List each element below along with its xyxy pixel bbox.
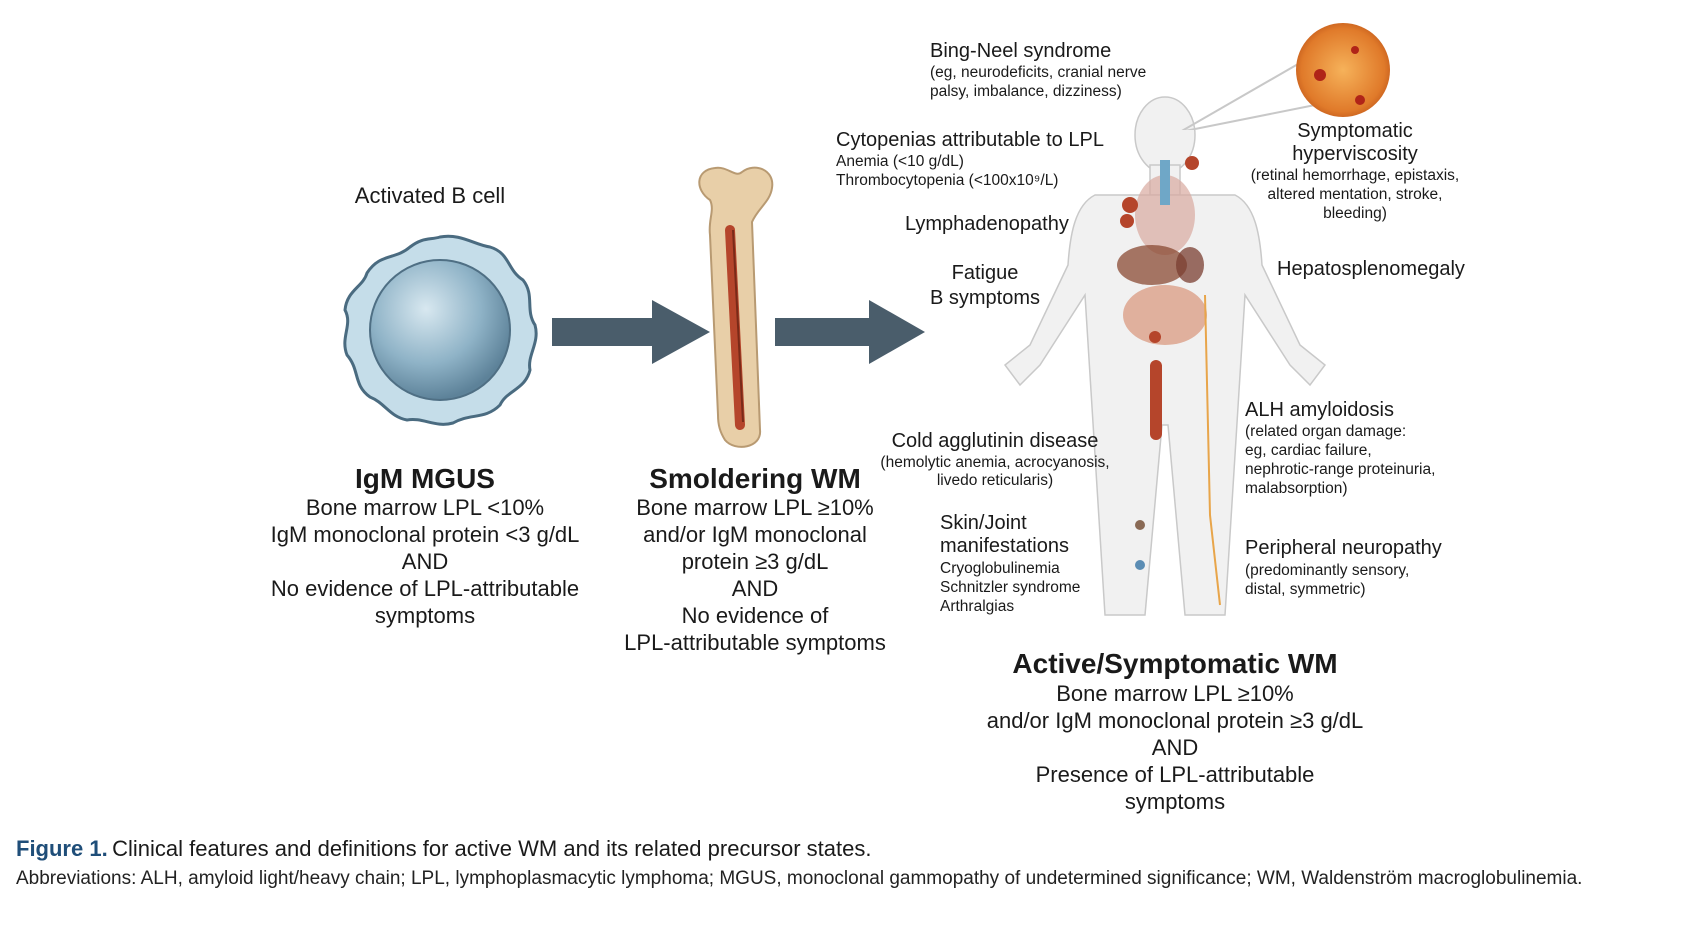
active-line-4: Presence of LPL-attributable bbox=[1035, 762, 1315, 787]
cold-agglutinin-line-2: livedo reticularis) bbox=[936, 472, 1054, 489]
hyperviscosity-title-1: Symptomatic bbox=[1297, 120, 1413, 142]
smoldering-line-4: AND bbox=[731, 576, 779, 601]
active-title: Active/Symptomatic WM bbox=[1012, 648, 1338, 679]
cold-agglutinin-line-1: (hemolytic anemia, acrocyanosis, bbox=[880, 454, 1110, 471]
active-line-1: Bone marrow LPL ≥10% bbox=[1056, 681, 1294, 706]
bing-neel-line-2: palsy, imbalance, dizziness) bbox=[930, 83, 1122, 100]
active-line-3: AND bbox=[1151, 735, 1199, 760]
hyperviscosity-line-1: (retinal hemorrhage, epistaxis, bbox=[1250, 167, 1460, 184]
alh-title: ALH amyloidosis bbox=[1245, 399, 1394, 421]
hepatosplenomegaly-label: Hepatosplenomegaly bbox=[1277, 258, 1465, 280]
neuropathy-line-1: (predominantly sensory, bbox=[1245, 562, 1410, 579]
active-line-2: and/or IgM monoclonal protein ≥3 g/dL bbox=[986, 708, 1364, 733]
caption-abbreviations: Abbreviations: ALH, amyloid light/heavy … bbox=[16, 868, 1583, 889]
mgus-line-5: symptoms bbox=[374, 603, 476, 628]
smoldering-line-6: LPL-attributable symptoms bbox=[624, 630, 886, 655]
mgus-line-2: IgM monoclonal protein <3 g/dL bbox=[270, 522, 580, 547]
cold-agglutinin-title: Cold agglutinin disease bbox=[891, 430, 1099, 452]
skin-joint-title-1: Skin/Joint bbox=[940, 512, 1027, 534]
active-line-5: symptoms bbox=[1124, 789, 1226, 814]
mgus-line-3: AND bbox=[401, 549, 449, 574]
alh-line-2: eg, cardiac failure, bbox=[1245, 442, 1372, 459]
bone-marrow-illustration bbox=[698, 166, 774, 448]
alh-line-3: nephrotic-range proteinuria, bbox=[1245, 461, 1436, 478]
b-cell-illustration bbox=[343, 234, 538, 426]
hyperviscosity-title-2: hyperviscosity bbox=[1292, 143, 1418, 165]
smoldering-line-5: No evidence of bbox=[681, 603, 829, 628]
bing-neel-line-1: (eg, neurodeficits, cranial nerve bbox=[930, 64, 1147, 81]
caption-label: Figure 1. bbox=[16, 836, 108, 861]
progression-arrow-2 bbox=[775, 300, 925, 364]
hyperviscosity-line-3: bleeding) bbox=[1323, 205, 1387, 222]
retina-illustration bbox=[1181, 23, 1390, 130]
smoldering-title: Smoldering WM bbox=[649, 463, 861, 494]
caption-text: Clinical features and definitions for ac… bbox=[112, 836, 872, 861]
cytopenias-line-1: Anemia (<10 g/dL) bbox=[836, 153, 964, 170]
smoldering-line-3: protein ≥3 g/dL bbox=[681, 549, 829, 574]
hyperviscosity-line-2: altered mentation, stroke, bbox=[1267, 186, 1443, 203]
activated-cell-label: Activated B cell bbox=[354, 183, 506, 208]
mgus-line-4: No evidence of LPL-attributable bbox=[270, 576, 580, 601]
alh-line-4: malabsorption) bbox=[1245, 480, 1348, 497]
skin-joint-line-3: Arthralgias bbox=[940, 598, 1015, 615]
skin-joint-title-2: manifestations bbox=[940, 535, 1069, 557]
fatigue-title-1: Fatigue bbox=[951, 262, 1019, 284]
smoldering-line-2: and/or IgM monoclonal bbox=[643, 522, 867, 547]
smoldering-line-1: Bone marrow LPL ≥10% bbox=[636, 495, 874, 520]
bing-neel-title: Bing-Neel syndrome bbox=[930, 40, 1112, 62]
mgus-line-1: Bone marrow LPL <10% bbox=[305, 495, 545, 520]
skin-joint-line-1: Cryoglobulinemia bbox=[940, 560, 1060, 577]
cytopenias-title: Cytopenias attributable to LPL bbox=[836, 129, 1104, 151]
lymphadenopathy-label: Lymphadenopathy bbox=[905, 213, 1069, 235]
cytopenias-line-2: Thrombocytopenia (<100x10⁹/L) bbox=[836, 172, 1059, 189]
alh-line-1: (related organ damage: bbox=[1245, 423, 1407, 440]
skin-joint-line-2: Schnitzler syndrome bbox=[940, 579, 1081, 596]
neuropathy-line-2: distal, symmetric) bbox=[1245, 581, 1366, 598]
mgus-title: IgM MGUS bbox=[355, 463, 495, 494]
figure-caption: Figure 1. Clinical features and definiti… bbox=[16, 836, 1676, 892]
neuropathy-title: Peripheral neuropathy bbox=[1245, 537, 1442, 559]
fatigue-title-2: B symptoms bbox=[929, 287, 1041, 309]
human-body-illustration bbox=[1003, 96, 1327, 616]
progression-arrow-1 bbox=[552, 300, 710, 364]
